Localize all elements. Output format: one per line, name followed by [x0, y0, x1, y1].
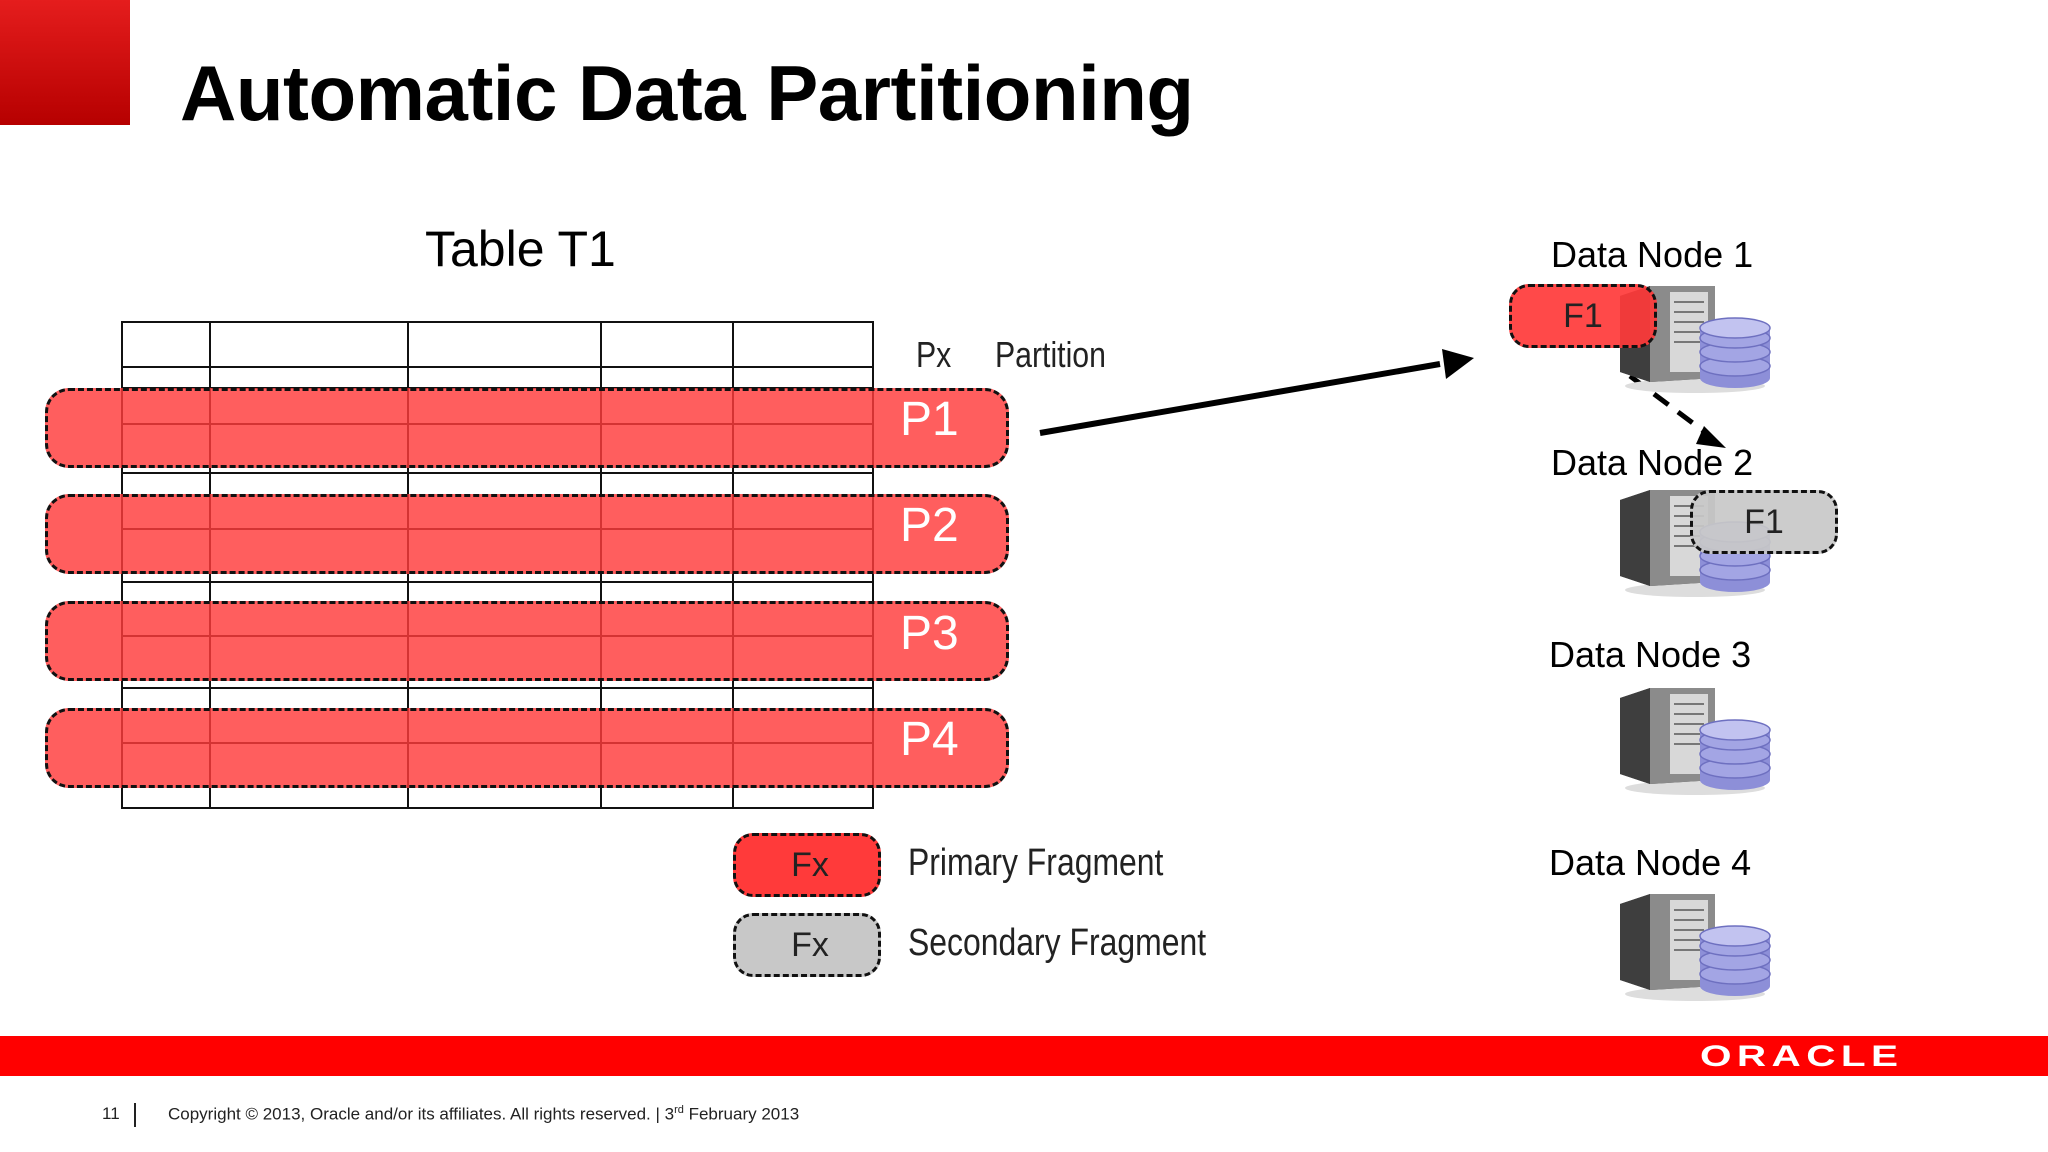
footer-red-bar [0, 1036, 2048, 1076]
copyright-text: Copyright © 2013, Oracle and/or its affi… [168, 1104, 675, 1124]
grid-line-horizontal [123, 687, 872, 689]
partition-to-node-arrow [1039, 349, 1474, 436]
legend-primary-label: Primary Fragment [908, 842, 1164, 884]
grid-line-horizontal [123, 581, 872, 583]
copyright-date-suffix: rd [674, 1104, 684, 1116]
grid-line-horizontal [123, 387, 872, 389]
legend-secondary-chip: Fx [733, 913, 881, 977]
partition-column-header: Partition [995, 334, 1106, 375]
oracle-logo: ORACLE [1700, 1040, 1904, 1073]
partition-band-p3 [45, 601, 1009, 681]
legend-secondary-label: Secondary Fragment [908, 922, 1207, 964]
legend-primary-chip: Fx [733, 833, 881, 897]
partition-band-p1 [45, 388, 1009, 468]
title-corner-block [0, 0, 130, 125]
page-number-separator [134, 1103, 136, 1127]
partition-label: P3 [900, 607, 959, 660]
page-number: 11 [102, 1104, 120, 1123]
data-node-1-label: Data Node 1 [1551, 234, 1754, 275]
legend-secondary-chip-text: Fx [791, 926, 829, 964]
copyright-date-text: February 2013 [683, 1104, 800, 1124]
grid-line-horizontal [123, 472, 872, 474]
server-icon [1620, 894, 1771, 1001]
copyright-notice: Copyright © 2013, Oracle and/or its affi… [168, 1104, 799, 1125]
slide-title: Automatic Data Partitioning [180, 49, 1194, 137]
grid-line-horizontal [123, 366, 872, 368]
fragment-f1-secondary: F1 [1690, 490, 1838, 554]
partition-label: P4 [900, 713, 959, 766]
partition-label: P1 [900, 393, 959, 446]
legend-primary-chip-text: Fx [791, 846, 829, 884]
partition-band-p2 [45, 494, 1009, 574]
partition-label: P2 [900, 499, 959, 552]
data-node-4-label: Data Node 4 [1549, 842, 1752, 883]
table-label: Table T1 [425, 221, 616, 277]
px-column-header: Px [916, 334, 952, 375]
fragment-f1-primary: F1 [1509, 284, 1657, 348]
data-node-3-label: Data Node 3 [1549, 634, 1752, 675]
partition-band-p4 [45, 708, 1009, 788]
server-icon [1620, 490, 1771, 597]
data-node-2-label: Data Node 2 [1551, 442, 1754, 483]
server-icon [1620, 688, 1771, 795]
